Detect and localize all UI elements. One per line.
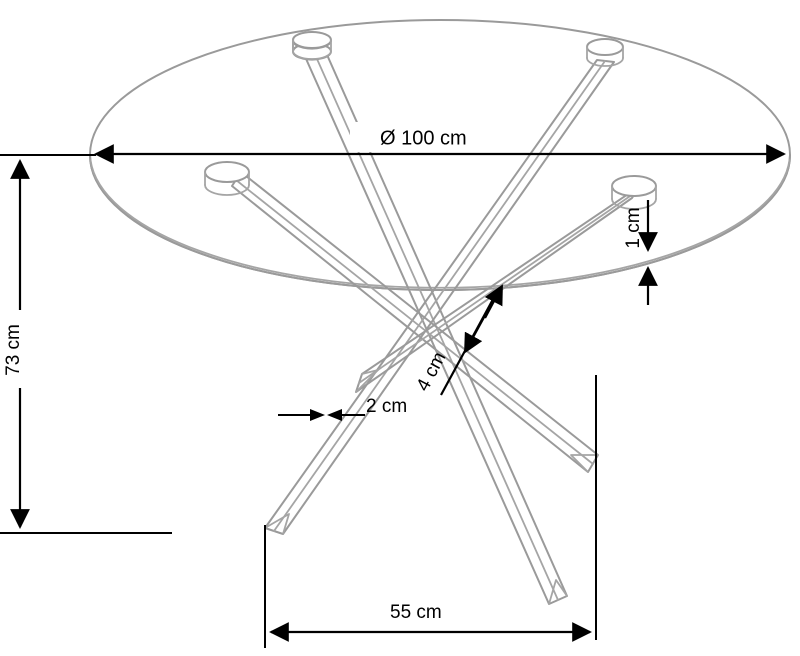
- diameter-label-backdrop: [350, 122, 510, 152]
- dimension-base-span: 55 cm: [264, 375, 597, 648]
- height-label: 73 cm: [3, 324, 24, 376]
- leg-c-foot-bevel: [570, 454, 599, 473]
- cap-top-right-top: [586, 38, 624, 56]
- table-top-thickness-edge: [89, 159, 791, 289]
- dimension-diameter: Ø 100 cm: [94, 122, 786, 164]
- leg-c-centerline: [235, 179, 594, 465]
- leg-mounting-cap-mid-left: [204, 161, 250, 196]
- leg-b-centerline: [273, 60, 606, 532]
- cap-mid-right-top: [611, 175, 657, 197]
- cap-top-left-top: [292, 31, 332, 49]
- leg-width-right-arrowhead: [327, 409, 342, 421]
- leg-a-foot-bevel: [548, 579, 568, 605]
- leg-width-left-arrowhead: [310, 409, 325, 421]
- leg-d-foot-bevel: [355, 369, 379, 393]
- leg-cap-group: [204, 31, 657, 210]
- base-span-label-backdrop: [370, 598, 480, 626]
- glass-thickness-label: 1 cm: [623, 207, 644, 248]
- leg-mounting-cap-mid-right: [611, 175, 657, 210]
- crossed-table-leg-c: [231, 171, 599, 473]
- base-span-label: 55 cm: [390, 602, 442, 623]
- dimension-leg-depth: 4 cm: [413, 284, 503, 396]
- dimension-height: 73 cm: [0, 154, 172, 534]
- leg-mounting-cap-top-left: [292, 31, 332, 61]
- cap-mid-left-top: [204, 161, 250, 183]
- leg-depth-upper-arrow: [464, 287, 501, 354]
- cap-top-right-bottom: [586, 57, 624, 67]
- cap-mid-left-bottom: [204, 184, 250, 196]
- cap-mid-right-bottom: [611, 198, 657, 210]
- dimension-leg-width: 2 cm: [278, 396, 407, 421]
- table-top-lower-ellipse-edge: [89, 154, 791, 291]
- height-label-backdrop: [2, 310, 28, 388]
- dimension-glass-thickness: 1 cm: [623, 200, 658, 305]
- cap-top-left-bottom: [292, 50, 332, 60]
- diameter-label: Ø 100 cm: [380, 127, 467, 149]
- leg-b-foot-bevel: [264, 513, 290, 535]
- leg-mounting-cap-top-right: [586, 38, 624, 67]
- leg-width-label: 2 cm: [366, 396, 407, 417]
